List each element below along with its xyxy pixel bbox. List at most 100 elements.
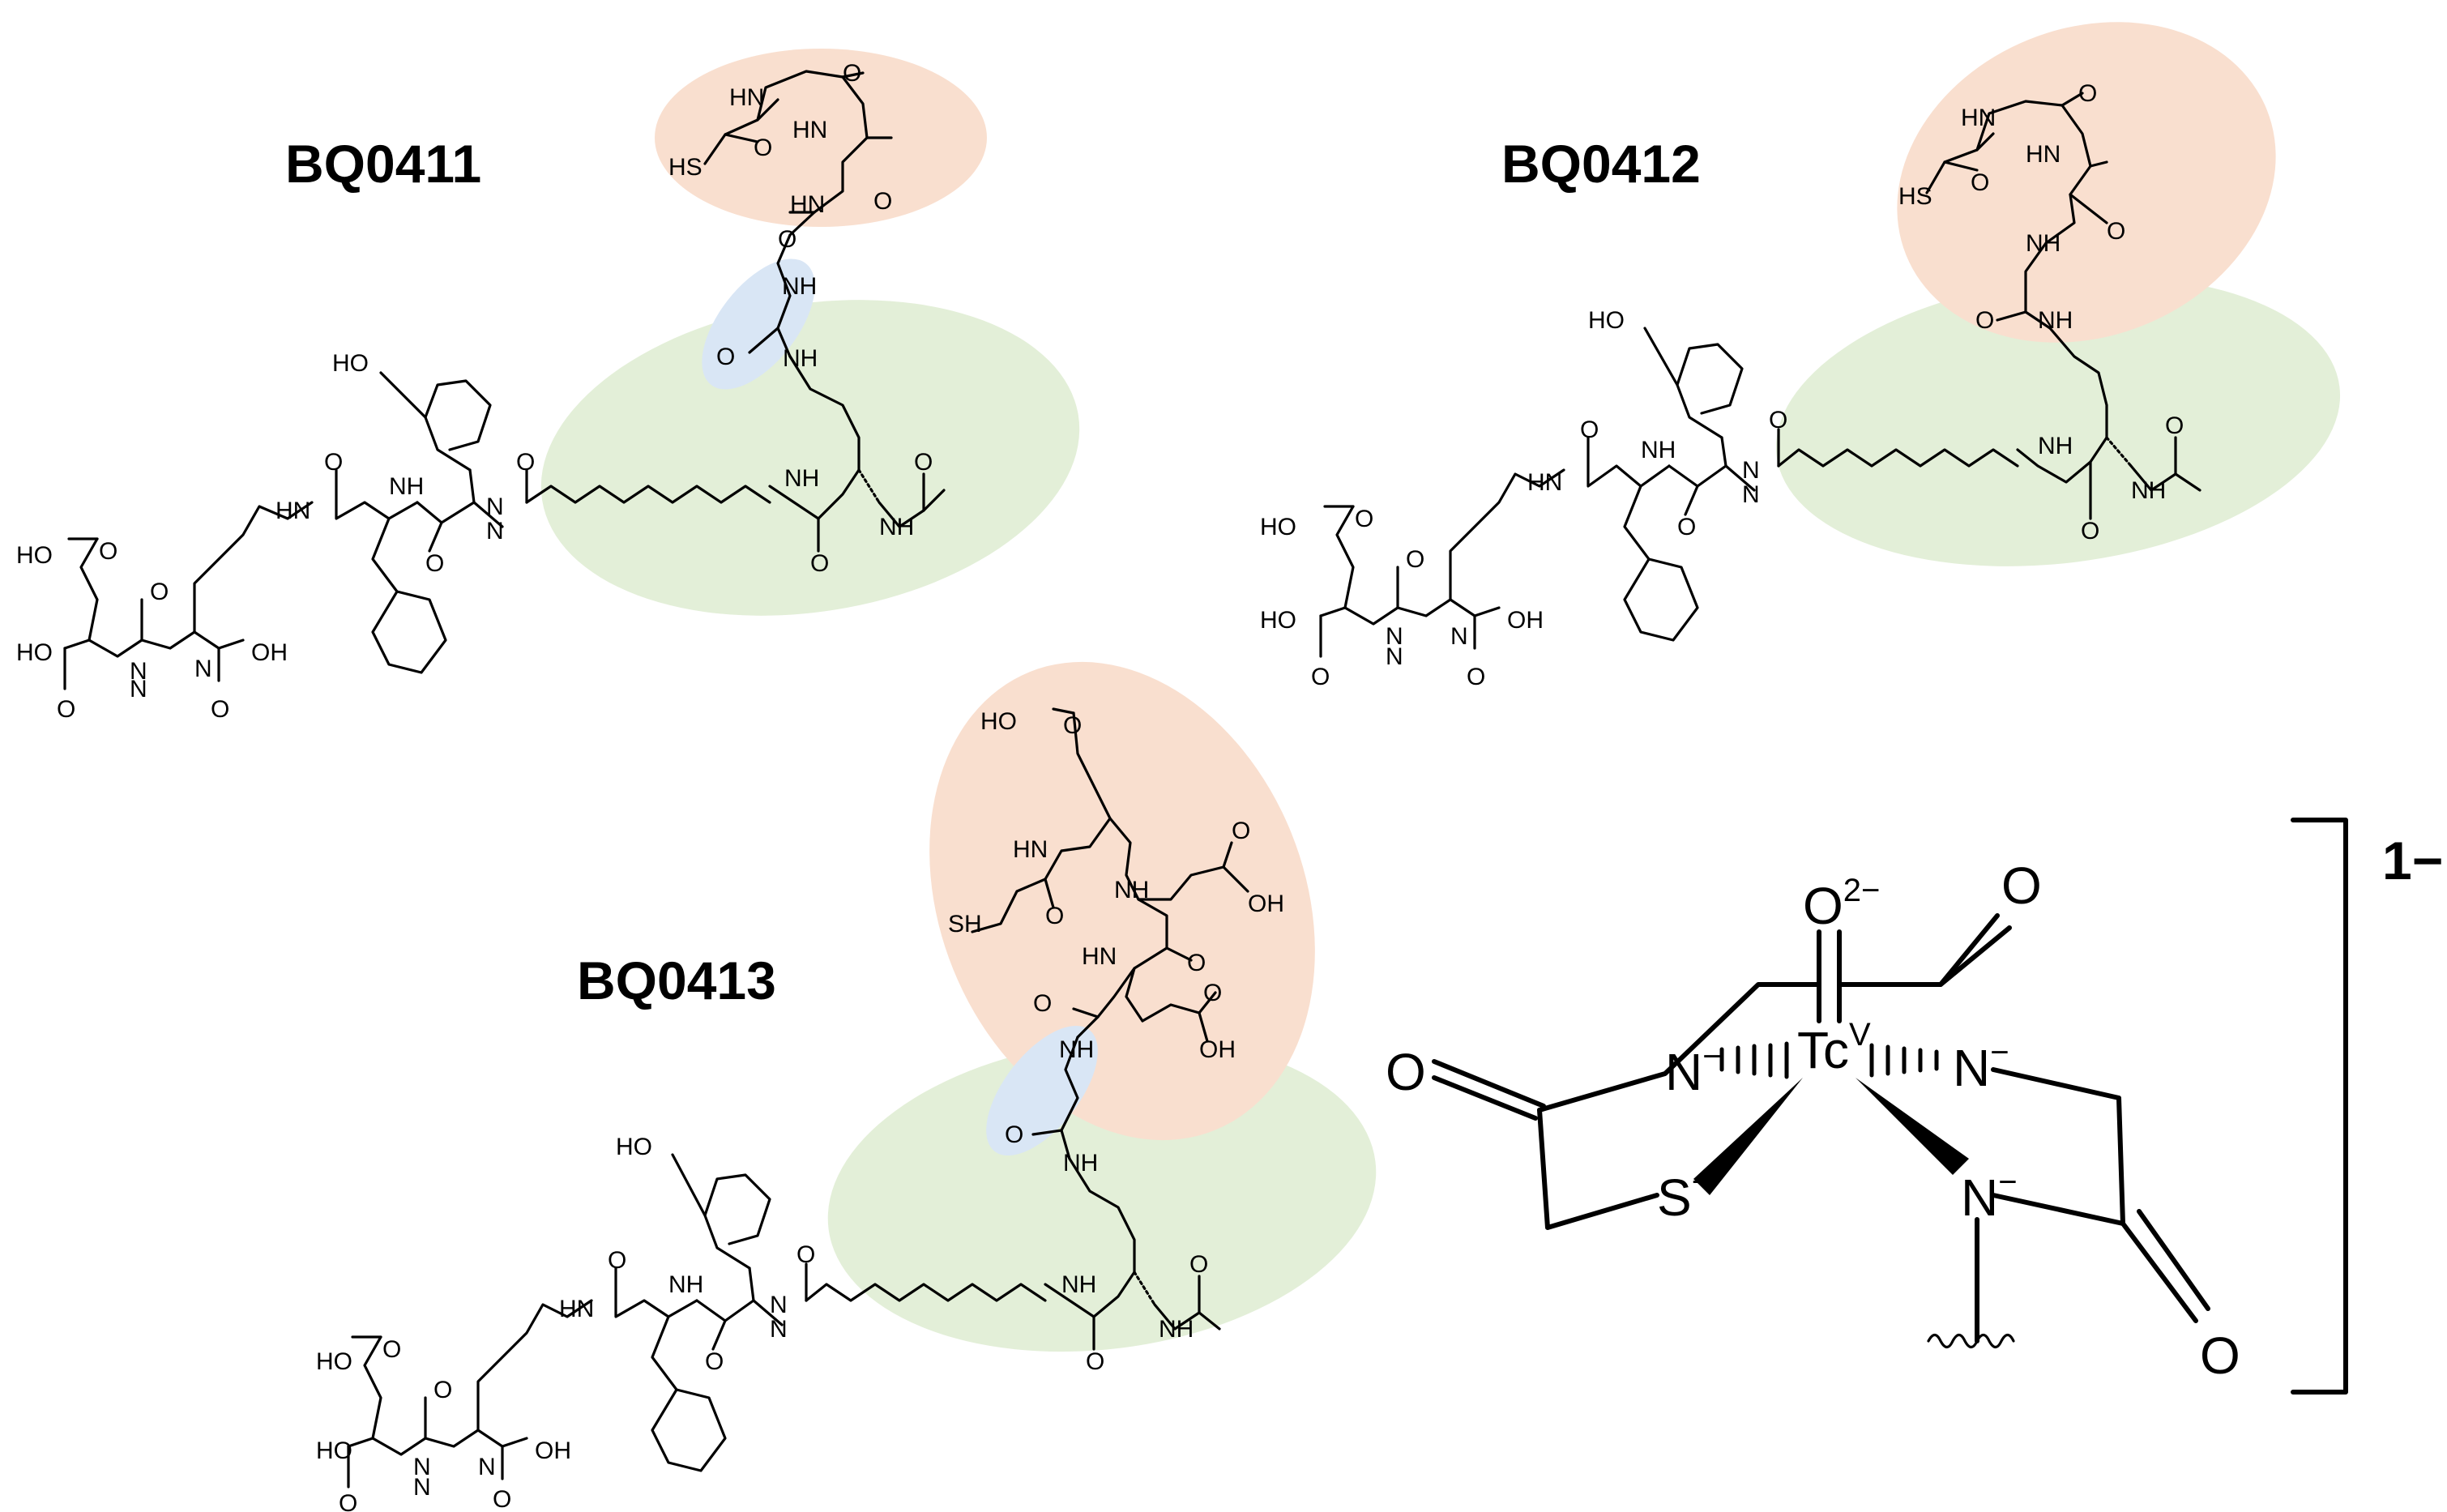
svg-text:O: O (873, 188, 892, 215)
svg-text:NH: NH (1063, 1150, 1098, 1177)
bq0412-structure (1319, 92, 2201, 658)
svg-text:OH: OH (251, 639, 288, 666)
svg-text:O: O (843, 60, 861, 87)
svg-text:HO: HO (616, 1134, 652, 1160)
svg-text:HN: HN (275, 498, 310, 524)
svg-text:OH: OH (1248, 891, 1284, 917)
svg-text:N: N (413, 1454, 431, 1480)
svg-text:O: O (796, 1241, 815, 1268)
svg-text:O: O (1005, 1121, 1023, 1148)
svg-text:HN: HN (559, 1296, 594, 1322)
wedge-bond-s (1693, 1078, 1803, 1195)
bq0411-spacer-region (702, 258, 815, 390)
bq0413-atoms: HO O HN O SH NH O OH O HN O OH O NH O NH… (316, 708, 1284, 1512)
svg-text:O: O (1045, 903, 1064, 929)
svg-text:N: N (1742, 457, 1760, 484)
hashed-bond-left (1719, 1041, 1789, 1079)
svg-text:O: O (1580, 416, 1599, 443)
svg-text:N: N (770, 1292, 788, 1318)
lower-nitrogen: N− (1961, 1164, 2018, 1227)
bq0412-atoms: HS HN O HN O O NH O NH NH O NH O O N N O… (1260, 80, 2184, 690)
complex-bracket (2291, 818, 2348, 1395)
svg-text:HO: HO (980, 708, 1017, 735)
svg-text:O: O (150, 579, 169, 605)
svg-text:N: N (194, 656, 212, 682)
svg-text:NH: NH (1641, 437, 1676, 463)
svg-text:NH: NH (784, 465, 819, 492)
svg-text:SH: SH (948, 911, 982, 938)
bq0411-label: BQ0411 (285, 134, 481, 194)
svg-text:HN: HN (792, 117, 827, 143)
svg-text:N: N (486, 518, 504, 545)
bq0412-chelator-region (1897, 22, 2276, 343)
bq0412-label: BQ0412 (1501, 134, 1701, 194)
highlight-regions (540, 22, 2341, 1352)
bq0411-structure (63, 70, 946, 690)
svg-text:O: O (339, 1490, 357, 1512)
svg-text:HO: HO (316, 1437, 352, 1464)
svg-text:O: O (382, 1336, 401, 1363)
svg-text:HS: HS (668, 154, 702, 181)
svg-text:HS: HS (1898, 183, 1932, 210)
svg-text:O: O (1033, 990, 1052, 1017)
svg-text:NH: NH (2038, 433, 2073, 459)
top-carbonyl-oxygen: O (2001, 856, 2042, 915)
svg-text:HO: HO (332, 350, 369, 377)
bq0411-linker-region (540, 300, 1080, 616)
svg-text:O: O (810, 550, 829, 577)
svg-text:O: O (493, 1486, 511, 1512)
svg-text:N: N (1386, 623, 1403, 650)
svg-text:N: N (770, 1316, 788, 1343)
svg-text:O: O (324, 449, 343, 476)
bq0413-label: BQ0413 (577, 950, 776, 1010)
svg-text:N: N (486, 493, 504, 520)
svg-text:O: O (1355, 506, 1373, 532)
svg-text:NH: NH (668, 1271, 703, 1298)
svg-text:NH: NH (2038, 307, 2073, 334)
left-nitrogen: N− (1665, 1039, 1722, 1101)
bottom-carbonyl-oxygen: O (2200, 1326, 2240, 1385)
bq0413-chelator-region (929, 661, 1315, 1141)
svg-text:O: O (2165, 412, 2184, 439)
svg-text:O: O (1971, 169, 1989, 196)
svg-text:O: O (914, 449, 933, 476)
svg-text:NH: NH (782, 273, 817, 300)
sulfur-atom: S− (1657, 1164, 1710, 1227)
metal-atom: TcV (1797, 1017, 1871, 1079)
svg-text:OH: OH (1507, 607, 1544, 634)
svg-text:O: O (1467, 664, 1485, 690)
svg-text:O: O (1203, 980, 1222, 1006)
svg-text:N: N (1742, 481, 1760, 508)
svg-text:HN: HN (1013, 836, 1048, 863)
svg-text:O: O (778, 226, 796, 253)
svg-text:HN: HN (1527, 469, 1562, 496)
svg-text:N: N (478, 1454, 496, 1480)
svg-text:NH: NH (783, 345, 818, 372)
svg-text:HO: HO (1260, 607, 1296, 634)
svg-text:O: O (99, 538, 117, 565)
svg-text:NH: NH (2131, 477, 2166, 504)
svg-text:N: N (1386, 643, 1403, 670)
svg-text:O: O (516, 449, 535, 476)
svg-text:HO: HO (1588, 307, 1625, 334)
svg-text:O: O (1769, 407, 1787, 434)
oxo-atom: O2− (1803, 873, 1880, 935)
svg-text:HO: HO (1260, 514, 1296, 540)
svg-text:O: O (1232, 818, 1250, 844)
overall-charge: 1− (2382, 831, 2443, 891)
svg-text:HN: HN (1082, 943, 1117, 970)
svg-text:O: O (433, 1377, 452, 1403)
left-carbonyl-oxygen: O (1386, 1043, 1426, 1101)
svg-text:OH: OH (1199, 1036, 1236, 1063)
svg-text:O: O (211, 696, 229, 723)
svg-text:O: O (2107, 218, 2125, 245)
bq0412-linker-region (1775, 276, 2341, 566)
svg-text:NH: NH (1114, 877, 1149, 903)
svg-text:NH: NH (1159, 1316, 1194, 1343)
hashed-bond-right (1869, 1043, 1939, 1078)
svg-text:N: N (1450, 623, 1468, 650)
bq0411-chelator-region (655, 49, 987, 227)
svg-text:O: O (425, 550, 444, 577)
svg-text:O: O (705, 1348, 724, 1375)
